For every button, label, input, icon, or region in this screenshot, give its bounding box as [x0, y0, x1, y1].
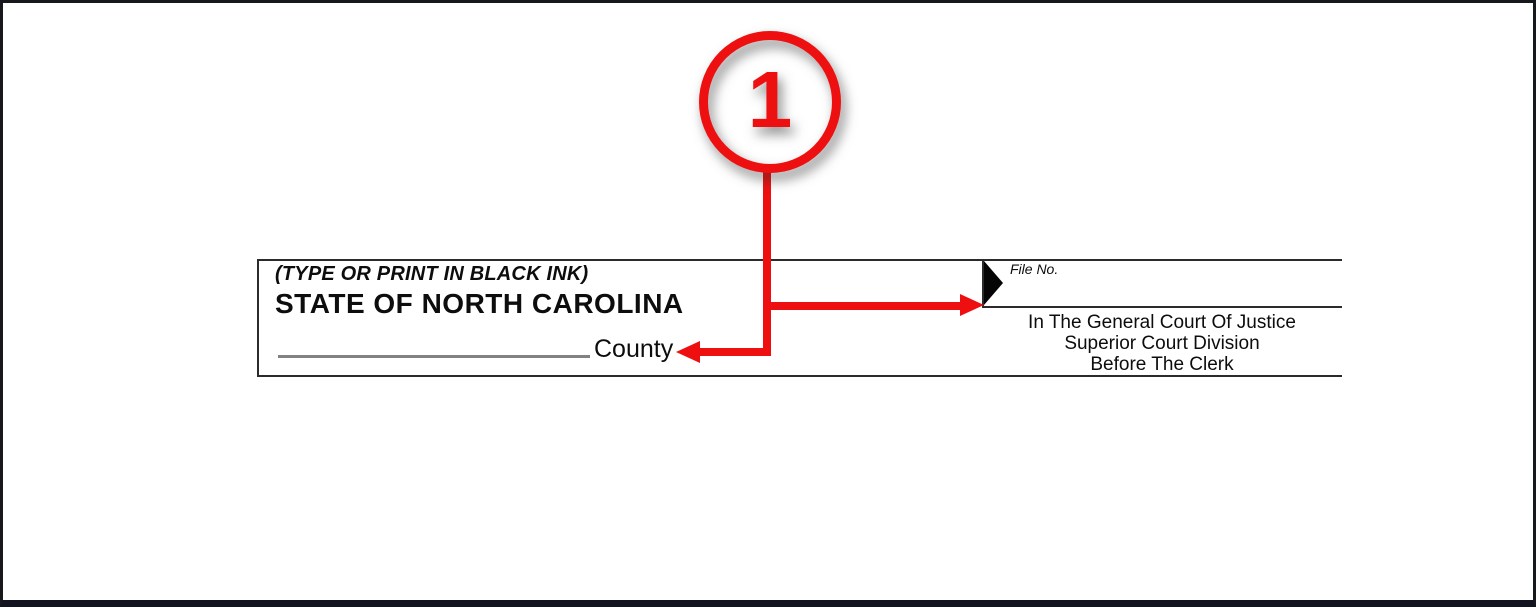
step-number: 1	[747, 55, 793, 144]
state-title: STATE OF NORTH CAROLINA	[275, 288, 684, 319]
file-no-label: File No.	[1010, 261, 1059, 277]
county-label: County	[594, 335, 674, 363]
arrow-right-icon	[960, 294, 984, 316]
callout-line-to-file-no	[763, 302, 961, 310]
form-bottom-rule	[257, 375, 1342, 377]
court-heading-block: In The General Court Of Justice Superior…	[982, 312, 1342, 375]
file-no-box-rule	[982, 306, 1342, 308]
section-pointer-triangle-icon	[984, 261, 1003, 305]
arrow-left-icon	[676, 341, 700, 363]
file-no-field[interactable]	[1005, 278, 1335, 304]
form-top-rule	[257, 259, 1342, 261]
next-row-divider-stub	[0, 0, 2, 13]
ink-instruction-text: (TYPE OR PRINT IN BLACK INK)	[275, 263, 589, 285]
step-1-badge: 1	[699, 31, 841, 173]
court-heading-line-1: In The General Court Of Justice	[1028, 312, 1296, 333]
callout-vertical-line	[763, 168, 771, 356]
court-heading-line-2: Superior Court Division	[1064, 333, 1260, 354]
form-column-divider	[982, 259, 984, 308]
court-heading-line-3: Before The Clerk	[1090, 354, 1234, 375]
county-input-line[interactable]	[278, 355, 590, 358]
callout-line-to-county	[699, 348, 771, 356]
form-header-section: (TYPE OR PRINT IN BLACK INK) STATE OF NO…	[0, 0, 1536, 377]
form-left-rule	[257, 259, 259, 377]
